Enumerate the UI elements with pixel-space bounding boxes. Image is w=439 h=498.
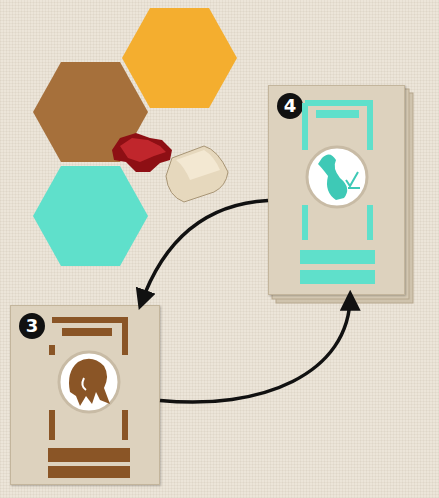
yellow-hex: [122, 8, 237, 108]
game-card: 3: [10, 305, 160, 485]
mammoth-icon: [69, 359, 110, 406]
art-shape: [300, 250, 375, 264]
art-shape: [82, 378, 86, 390]
teal-hex: [33, 166, 148, 266]
bird-icon: [318, 154, 360, 200]
art-shape: [176, 150, 220, 180]
art-shape: [62, 328, 112, 336]
art-shape: [52, 320, 125, 440]
wooden-cylinder: [166, 146, 228, 202]
art-shape: [307, 147, 367, 207]
callout-number: 3: [19, 313, 45, 339]
brown-hex: [33, 62, 148, 162]
brown-card-frame: [48, 320, 130, 478]
art-shape: [166, 146, 228, 202]
red-meeple: [112, 133, 172, 172]
callout-number: 4: [277, 93, 303, 119]
art-shape: [318, 154, 347, 200]
flow-arrow: [141, 201, 269, 306]
art-shape: [316, 110, 359, 118]
teal-card-frame: [300, 103, 375, 284]
art-shape: [112, 133, 172, 172]
art-shape: [346, 172, 360, 188]
art-shape: [59, 352, 119, 412]
art-shape: [48, 466, 130, 478]
art-shape: [120, 138, 166, 162]
game-card: 4: [268, 85, 405, 295]
art-shape: [305, 103, 370, 240]
art-shape: [69, 359, 110, 406]
art-shape: [48, 448, 130, 462]
flow-arrow: [160, 295, 350, 402]
art-shape: [300, 270, 375, 284]
